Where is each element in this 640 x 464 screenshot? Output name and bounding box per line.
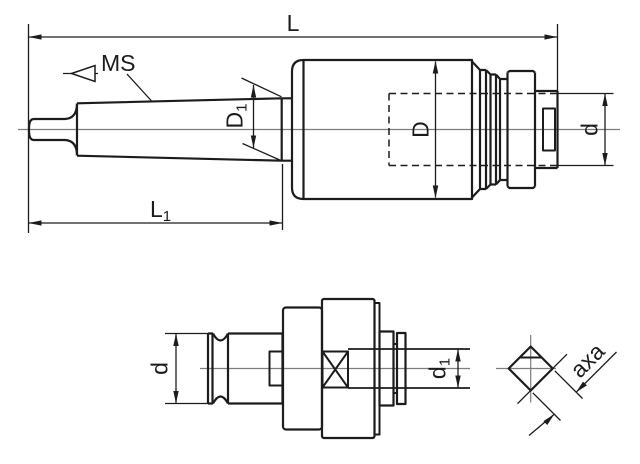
- side-view-chuck: L L1 D1 D d: [18, 10, 620, 233]
- arrowhead: [269, 220, 283, 226]
- label-body-diameter: D: [408, 121, 434, 138]
- tap-shank-lines: [348, 348, 470, 389]
- arrowhead: [28, 220, 42, 226]
- adapter-outline: [206, 297, 470, 440]
- arrowhead: [455, 375, 461, 388]
- arrowhead: [432, 185, 439, 198]
- label-taper-length: L1: [150, 196, 171, 225]
- dimension-L: L: [27, 10, 559, 233]
- label-overall-length: L: [287, 10, 300, 36]
- side-view-tap-adapter: d d1: [147, 297, 470, 440]
- oblique-extension: [242, 142, 283, 162]
- leader-line: [126, 73, 153, 102]
- drive-tang: [268, 350, 283, 387]
- arrowhead: [173, 333, 179, 346]
- chuck-body-outline: [290, 58, 559, 201]
- ms-taper-callout: MS: [63, 50, 153, 102]
- arrowhead: [543, 414, 555, 425]
- dimension-axa: axa: [517, 338, 617, 436]
- oblique-extension: [241, 77, 282, 98]
- taper-symbol-icon: [69, 64, 96, 83]
- arrowhead: [250, 135, 257, 148]
- dimension-d-socket: d: [557, 92, 614, 167]
- spindle-groove: [542, 107, 556, 152]
- dimension-d-shank: d: [147, 332, 208, 405]
- dimension-D1: D1: [222, 77, 283, 162]
- label-tap-shank-diameter: d1: [425, 358, 454, 379]
- label-square-size: axa: [565, 338, 610, 383]
- arrowhead: [602, 153, 608, 166]
- arrowhead: [602, 93, 608, 106]
- arrowhead: [173, 391, 179, 404]
- bore-hidden-lines: [388, 92, 558, 167]
- extension-line: [532, 392, 561, 421]
- extension-line: [554, 370, 583, 399]
- arrowhead: [28, 34, 42, 40]
- label-socket-diameter: d: [577, 123, 603, 136]
- morse-taper-shank-outline: [27, 97, 292, 162]
- square-drive-symbol: [321, 350, 349, 389]
- arrowhead: [576, 381, 587, 393]
- label-taper-diameter: D1: [222, 104, 251, 129]
- label-morse-taper: MS: [101, 50, 136, 76]
- label-shank-diameter: d: [147, 362, 173, 375]
- arrowhead: [432, 61, 439, 74]
- arrowhead: [455, 349, 461, 362]
- edge-extension: [517, 353, 568, 405]
- arrowhead: [250, 85, 257, 98]
- dimension-L1: L1: [28, 164, 284, 230]
- arrowhead: [544, 34, 558, 40]
- dimension-d1: d1: [425, 349, 461, 388]
- dimension-D: D: [408, 61, 439, 198]
- end-view-square: axa: [496, 335, 617, 436]
